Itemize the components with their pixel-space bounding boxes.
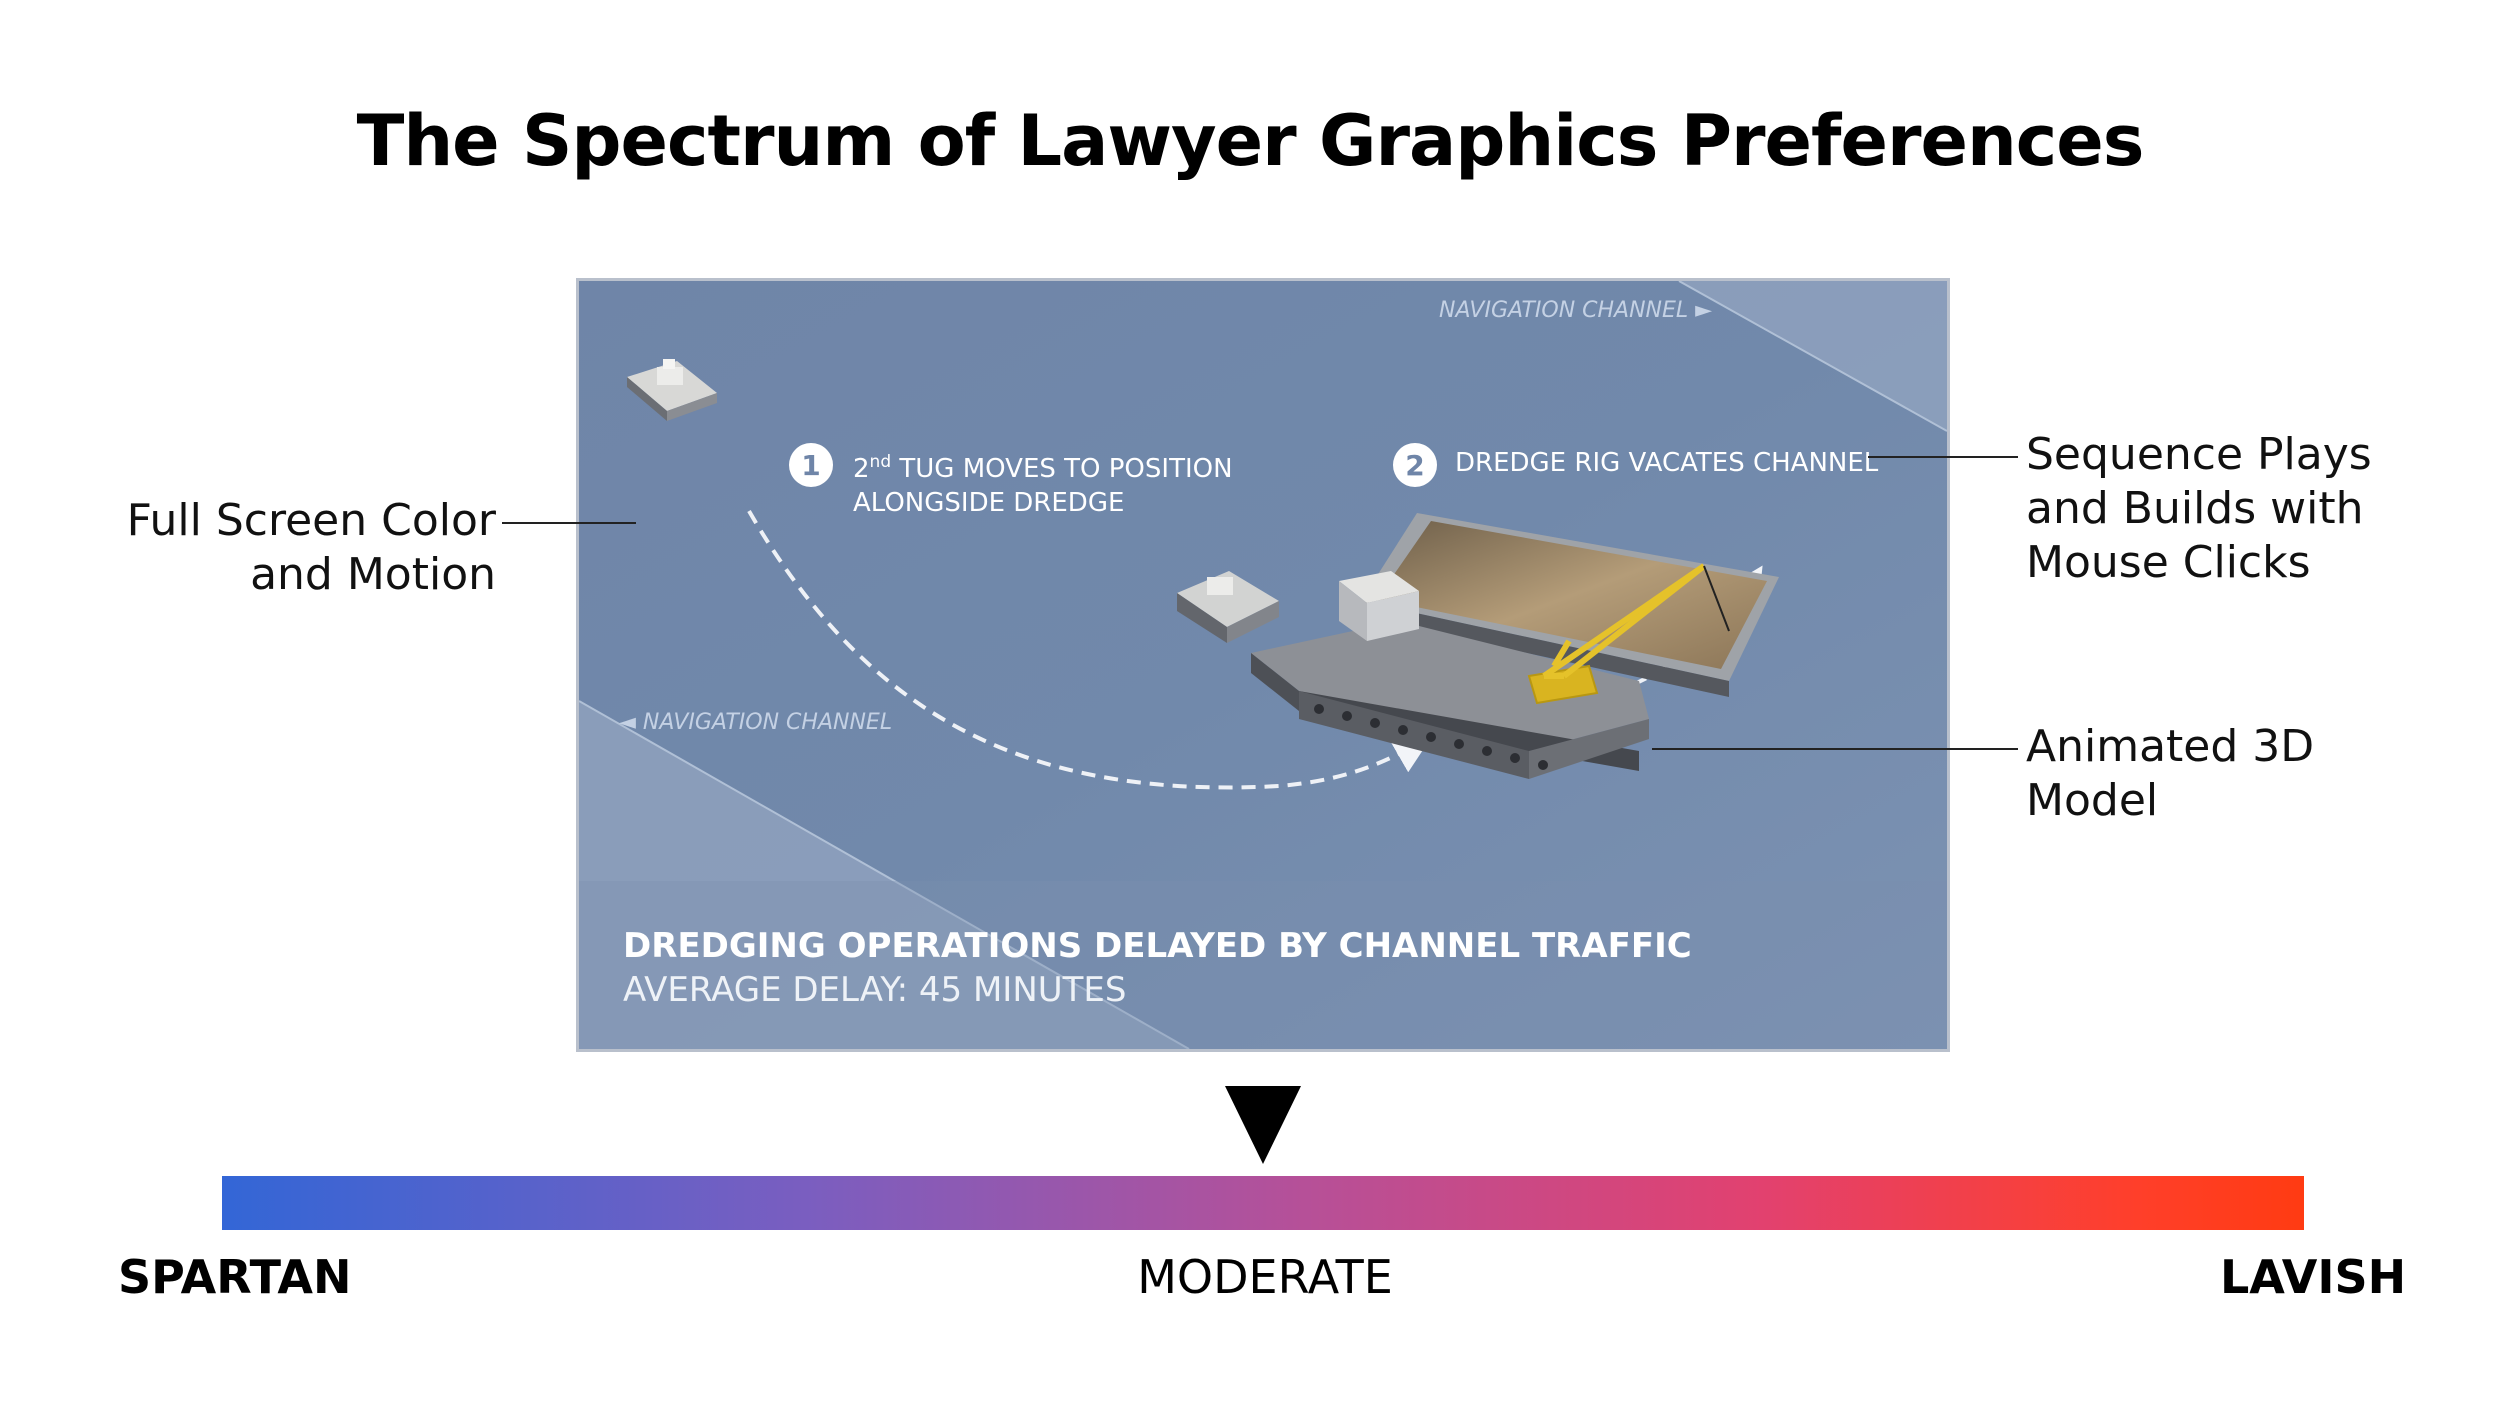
scale-label-lavish: LAVISH — [2220, 1250, 2407, 1304]
tug-path-arrow — [747, 509, 1433, 790]
callout-animated-3d-model: Animated 3D Model — [2026, 720, 2446, 828]
scale-pointer-triangle — [1225, 1086, 1301, 1164]
nav-channel-label-left: ◄ NAVIGATION CHANNEL — [619, 710, 892, 735]
caption-band — [579, 881, 1947, 1049]
step-2-badge — [1393, 443, 1437, 487]
step-1-label-line1: 2nd TUG MOVES TO POSITION — [853, 452, 1233, 484]
spectrum-gradient-bar — [222, 1176, 2304, 1230]
callout-line: and Builds with — [2026, 483, 2364, 534]
callout-line: Model — [2026, 775, 2159, 826]
navigation-channel-edge-left — [579, 700, 1190, 1049]
leader-line-left — [502, 522, 636, 524]
callout-line: Animated 3D — [2026, 721, 2315, 772]
page-title: The Spectrum of Lawyer Graphics Preferen… — [356, 100, 2145, 182]
dredge-platform — [1251, 571, 1649, 779]
step-2-label: DREDGE RIG VACATES CHANNEL — [1455, 448, 1879, 478]
leader-line-right-bottom — [1652, 748, 2018, 750]
scale-label-spartan: SPARTAN — [118, 1250, 352, 1304]
callout-line: and Motion — [250, 549, 496, 600]
sand-barge — [1361, 513, 1779, 697]
callout-full-screen-color: Full Screen Color and Motion — [100, 494, 496, 602]
leader-line-right-top — [1868, 456, 2018, 458]
step-1-badge — [789, 443, 833, 487]
crane-icon — [1527, 563, 1730, 705]
callout-line: Full Screen Color — [126, 495, 496, 546]
animation-still-image: NAVIGATION CHANNEL ► ◄ NAVIGATION CHANNE… — [576, 278, 1950, 1052]
caption-title: DREDGING OPERATIONS DELAYED BY CHANNEL T… — [623, 926, 1692, 966]
step-2-number: 2 — [1405, 449, 1424, 482]
step-1-number: 1 — [801, 449, 820, 482]
callout-line: Mouse Clicks — [2026, 537, 2311, 588]
nav-channel-label-top: NAVIGATION CHANNEL ► — [1439, 298, 1712, 323]
caption-subtitle: AVERAGE DELAY: 45 MINUTES — [623, 970, 1126, 1010]
scale-label-moderate: MODERATE — [1137, 1250, 1393, 1304]
step-1-label-line2: ALONGSIDE DREDGE — [853, 488, 1124, 518]
navigation-channel-edge-top — [1678, 281, 1947, 432]
callout-sequence-plays: Sequence Plays and Builds with Mouse Cli… — [2026, 428, 2446, 590]
tugboat-icon — [627, 359, 717, 421]
callout-line: Sequence Plays — [2026, 429, 2372, 480]
second-tugboat-icon — [1177, 571, 1279, 643]
dredging-scene-illustration: NAVIGATION CHANNEL ► ◄ NAVIGATION CHANNE… — [579, 281, 1947, 1049]
